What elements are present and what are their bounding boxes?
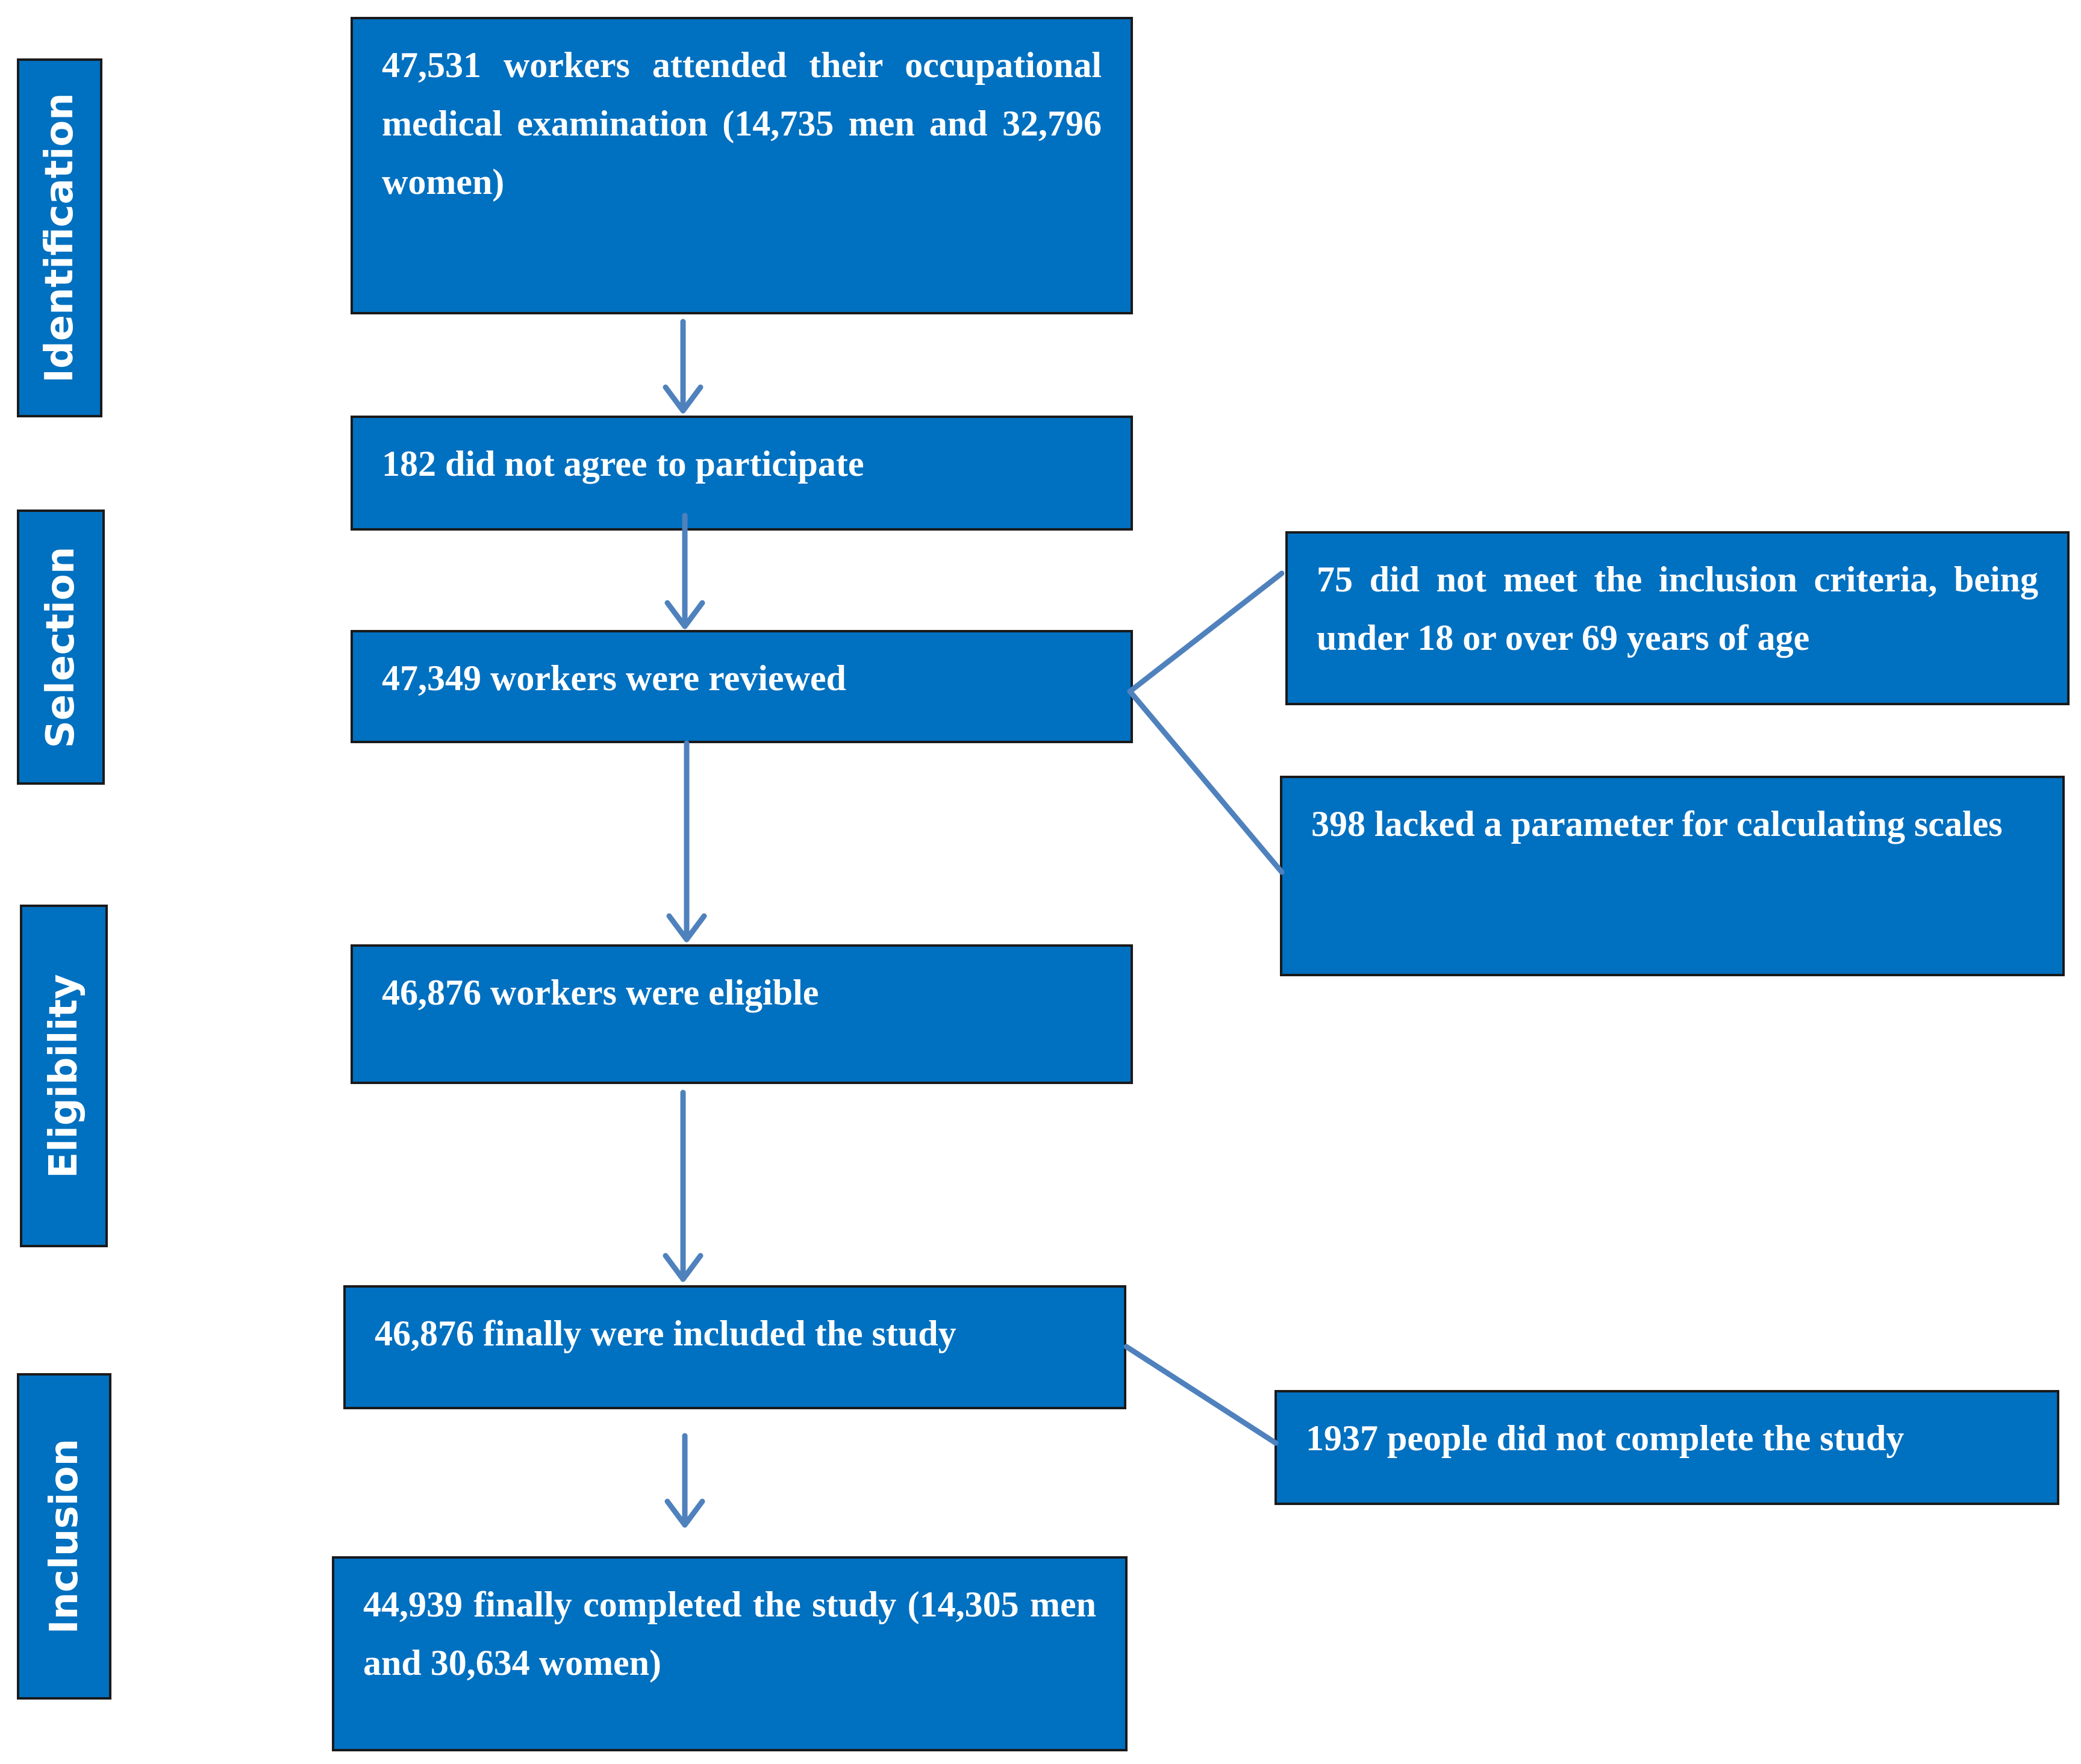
- box-not-agree: 182 did not agree to participate: [351, 416, 1133, 531]
- box-not-complete: 1937 people did not complete the study: [1274, 1390, 2059, 1505]
- box-attended-text: 47,531 workers attended their occupation…: [382, 45, 1102, 202]
- box-eligible: 46,876 workers were eligible: [351, 944, 1133, 1084]
- box-eligible-text: 46,876 workers were eligible: [382, 973, 819, 1012]
- arrow-head-3: [666, 913, 707, 943]
- arrow-head-2: [664, 600, 705, 629]
- box-included: 46,876 finally were included the study: [343, 1285, 1126, 1409]
- box-reviewed-text: 47,349 workers were reviewed: [382, 658, 846, 698]
- box-not-agree-text: 182 did not agree to participate: [382, 444, 864, 484]
- phase-identification: Identification: [17, 58, 102, 417]
- branch-to-lacked-parameter: [1127, 688, 1285, 875]
- arrow-head-4: [663, 1253, 704, 1282]
- box-reviewed: 47,349 workers were reviewed: [351, 630, 1133, 743]
- arrow-head-5: [664, 1498, 705, 1528]
- box-lacked-parameter: 398 lacked a parameter for calculating s…: [1280, 776, 2065, 976]
- box-included-text: 46,876 finally were included the study: [375, 1314, 956, 1353]
- phase-inclusion: Inclusion: [17, 1373, 111, 1700]
- box-not-complete-text: 1937 people did not complete the study: [1306, 1418, 1905, 1458]
- box-lacked-parameter-text: 398 lacked a parameter for calculating s…: [1311, 804, 2003, 844]
- box-attended: 47,531 workers attended their occupation…: [351, 17, 1133, 314]
- phase-eligibility: Eligibility: [20, 905, 108, 1247]
- box-completed: 44,939 finally completed the study (14,3…: [332, 1556, 1128, 1751]
- branch-to-inclusion-criteria: [1127, 570, 1285, 694]
- phase-selection: Selection: [17, 510, 105, 785]
- box-completed-text: 44,939 finally completed the study (14,3…: [363, 1585, 1096, 1683]
- arrow-head-1: [663, 384, 704, 414]
- box-inclusion-criteria: 75 did not meet the inclusion criteria, …: [1285, 531, 2070, 705]
- box-inclusion-criteria-text: 75 did not meet the inclusion criteria, …: [1317, 559, 2038, 658]
- branch-to-not-complete: [1123, 1344, 1279, 1446]
